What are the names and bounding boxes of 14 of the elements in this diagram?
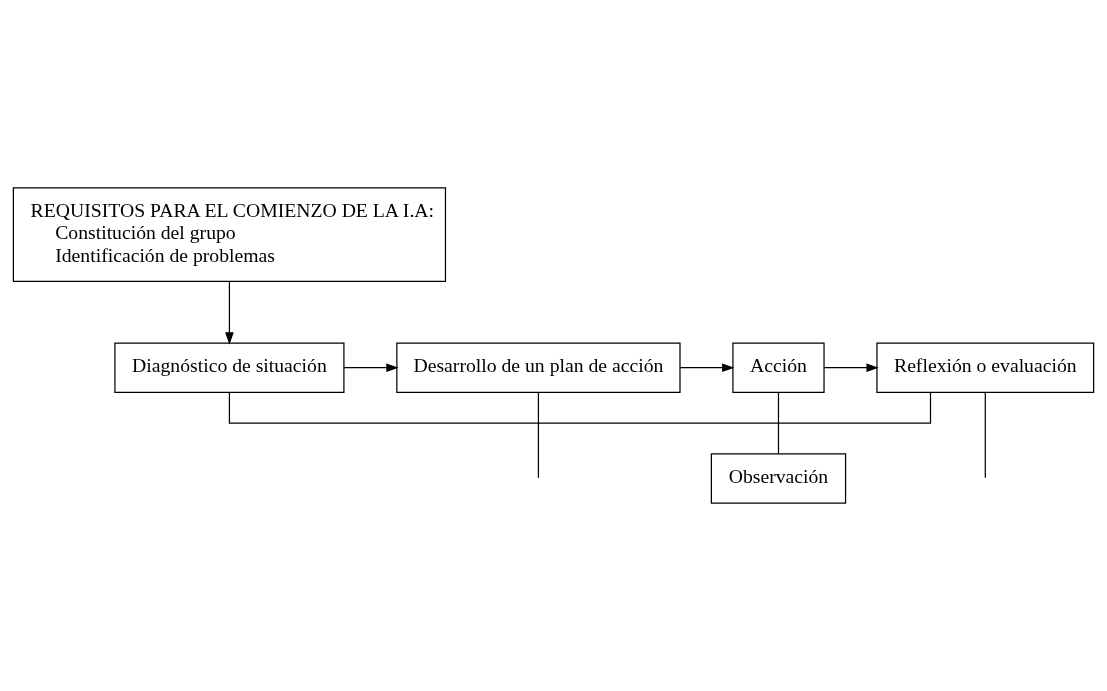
node-box: Acción xyxy=(732,342,825,393)
node-box: Observación xyxy=(710,453,847,504)
node-box: Desarrollo de un plan de acción xyxy=(396,342,681,393)
node-box: Reflexión o evaluación xyxy=(876,342,1095,393)
arrow xyxy=(225,280,234,345)
node-box: Diagnóstico de situación xyxy=(114,342,345,393)
node-box: REQUISITOS PARA EL COMIENZO DE LA I.A: Constitución del grupo Identificación de problemas xyxy=(12,187,447,283)
connector xyxy=(777,392,780,455)
arrow xyxy=(823,363,879,372)
arrow xyxy=(343,363,399,372)
connector xyxy=(984,392,986,479)
connector xyxy=(228,391,932,424)
connector xyxy=(537,392,540,479)
arrow xyxy=(679,363,735,372)
